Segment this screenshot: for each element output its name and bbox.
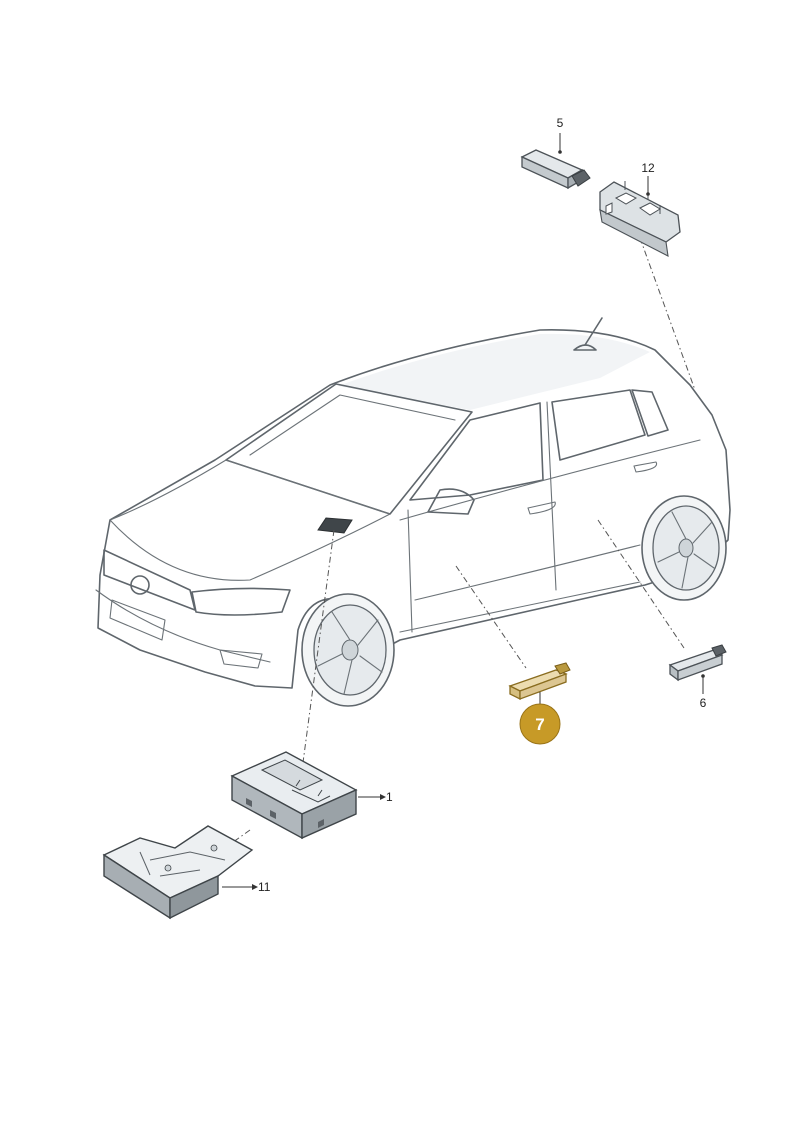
callout-label-11: 11 [258,880,271,894]
front-bumper [95,589,271,663]
license-plate [109,599,166,641]
headlight [191,587,291,616]
part-12-bracket [599,181,681,257]
part-7-highlighted-connector [508,662,571,701]
front-side-window [409,402,544,501]
hood [109,459,391,581]
car-body [97,329,731,689]
sensor-patch [317,517,353,534]
quarter-window [631,389,669,437]
side-mirror [427,488,475,515]
callout-badge-7 [519,703,561,745]
callout-label-6: 6 [700,696,707,710]
car-illustration [95,317,731,707]
callout-label-5: 5 [557,116,564,130]
front-wheel [301,593,395,707]
callout-label-12: 12 [641,161,655,175]
callout-label-7: 7 [535,715,544,734]
rear-wheel [641,495,727,601]
part-6-connector [668,644,727,682]
part-1-control-unit [230,751,358,840]
part-11-mounting-tray [102,825,254,920]
roof-antenna [573,344,597,351]
part-5-connector [520,149,591,190]
brand-emblem [130,575,150,595]
car-roof [338,333,650,410]
callout-label-1: 1 [386,790,393,804]
rear-side-window [551,389,646,461]
grille [103,549,196,611]
